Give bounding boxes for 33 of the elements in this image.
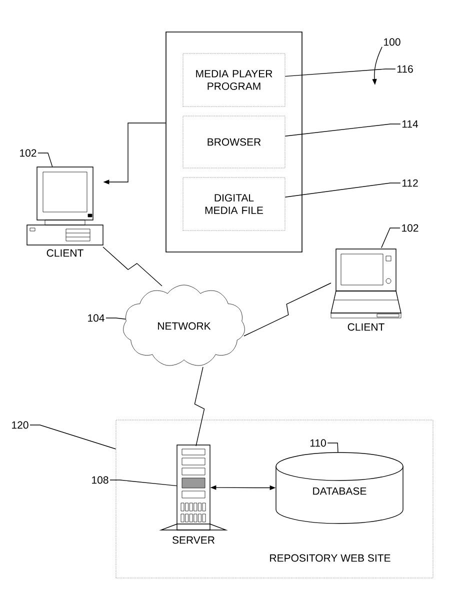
leader-line [284,182,401,198]
software-box: DIGITAL MEDIA FILE [182,177,286,231]
leader-line [327,442,338,453]
callout-number: 108 [92,476,108,484]
database-cylinder: DATABASE [276,452,404,524]
node-label: SERVER [172,536,214,544]
leader-line [284,124,401,136]
software-box: BROWSER [182,116,286,168]
connection-line [244,282,332,336]
callout-number: 114 [402,120,418,128]
desktop-computer-drawing: CLIENT [26,166,104,257]
callout-number: 116 [397,65,413,73]
laptop-drawing: CLIENT [330,248,402,331]
leader-line [106,318,126,320]
node-label: CLIENT [348,323,384,331]
software-box: MEDIA PLAYER PROGRAM [182,53,286,107]
leader-line [284,68,396,77]
connection-line [194,366,205,446]
leader-line [110,480,178,486]
panel-box [166,32,302,252]
callout-number: 110 [310,439,326,447]
node-label: CLIENT [46,249,84,257]
callout-number: 100 [384,38,400,46]
callout-number: 104 [88,314,104,322]
leader-line [30,424,116,450]
callout-number: 102 [20,149,36,157]
leader-line [38,152,53,168]
callout-number: 112 [402,179,418,187]
callout-number: 102 [402,224,418,232]
leader-line [381,228,400,248]
network-cloud: NETWORK [123,284,245,366]
connection-line [102,246,162,286]
callout-number: 120 [12,421,28,429]
